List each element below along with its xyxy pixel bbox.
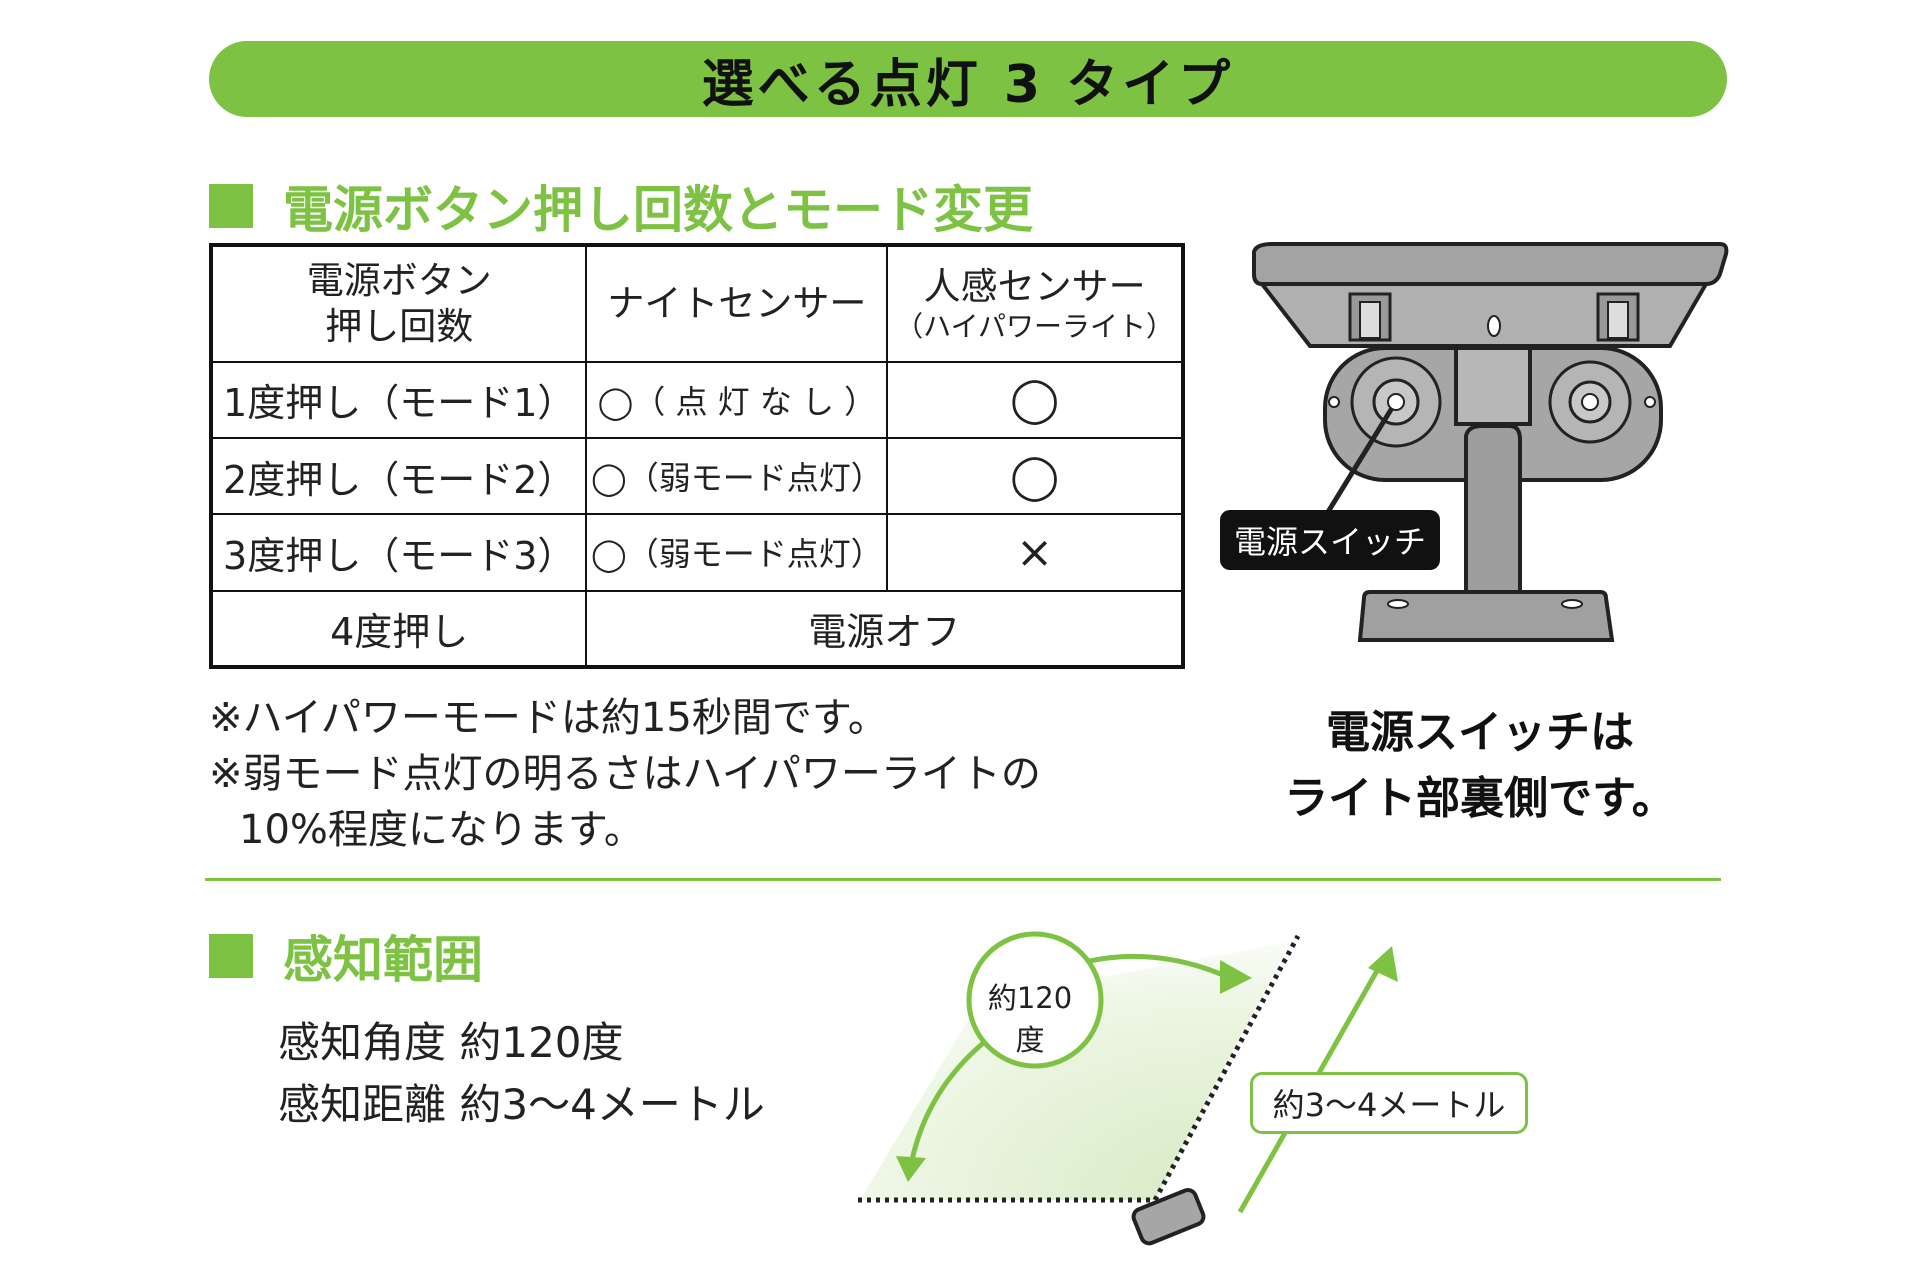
table-header-row: 電源ボタン 押し回数 ナイトセンサー 人感センサー （ハイパワーライト） — [209, 244, 1184, 363]
square-bullet-icon — [209, 184, 253, 228]
header-motion-sensor: 人感センサー （ハイパワーライト） — [886, 244, 1184, 363]
row1-motion: ◯ — [886, 360, 1184, 439]
section-divider — [205, 878, 1721, 881]
row2-presses: 2度押し（モード2） — [209, 436, 588, 516]
table-row: 2度押し（モード2） ◯（弱モード点灯） ◯ — [209, 436, 1184, 516]
row1-night: ◯（ 点 灯 な し ） — [585, 360, 889, 439]
angle-label: 約120度 — [987, 981, 1073, 1057]
row3-night: ◯（弱モード点灯） — [585, 513, 889, 592]
row4-power-off: 電源オフ — [585, 589, 1184, 669]
notes: ※ハイパワーモードは約15秒間です。 ※弱モード点灯の明るさはハイパワーライトの… — [209, 690, 1041, 858]
row1-presses: 1度押し（モード1） — [209, 360, 588, 439]
note-line: 10%程度になります。 — [239, 807, 644, 853]
distance-label: 約3〜4メートル — [1250, 1072, 1528, 1134]
banner-title: 選べる点灯 3 タイプ — [701, 54, 1235, 115]
header-night-sensor: ナイトセンサー — [585, 244, 889, 363]
modes-section-heading: 電源ボタン押し回数とモード変更 — [209, 170, 1033, 242]
detection-section-heading: 感知範囲 — [209, 920, 483, 992]
device-illustration — [1252, 242, 1729, 642]
table-row: 3度押し（モード3） ◯（弱モード点灯） × — [209, 513, 1184, 592]
note-line: ※弱モード点灯の明るさはハイパワーライトの — [209, 751, 1041, 797]
title-banner: 選べる点灯 3 タイプ — [209, 41, 1727, 117]
power-switch-label: 電源スイッチ — [1220, 510, 1440, 570]
table-row: 4度押し 電源オフ — [209, 589, 1184, 669]
header-motion-sensor-sub: （ハイパワーライト） — [895, 309, 1175, 343]
device-caption: 電源スイッチは ライト部裏側です。 — [1284, 707, 1676, 824]
mode-table: 電源ボタン 押し回数 ナイトセンサー 人感センサー （ハイパワーライト） 1度押… — [209, 243, 1185, 669]
row2-motion: ◯ — [886, 436, 1184, 516]
row2-night: ◯（弱モード点灯） — [585, 436, 889, 516]
square-bullet-icon — [209, 934, 253, 978]
row3-presses: 3度押し（モード3） — [209, 513, 588, 592]
row4-presses: 4度押し — [209, 589, 588, 669]
header-presses: 電源ボタン 押し回数 — [209, 244, 588, 363]
detection-angle-text: 感知角度 約120度 — [278, 1018, 624, 1067]
detection-specs: 感知角度 約120度 感知距離 約3〜4メートル — [278, 1012, 765, 1136]
detection-range-diagram — [858, 931, 1398, 1246]
detection-distance-text: 感知距離 約3〜4メートル — [278, 1080, 765, 1129]
detection-heading-text: 感知範囲 — [283, 931, 483, 989]
modes-heading-text: 電源ボタン押し回数とモード変更 — [283, 181, 1033, 239]
table-row: 1度押し（モード1） ◯（ 点 灯 な し ） ◯ — [209, 360, 1184, 439]
row3-motion: × — [886, 513, 1184, 592]
note-line: ※ハイパワーモードは約15秒間です。 — [209, 695, 888, 741]
